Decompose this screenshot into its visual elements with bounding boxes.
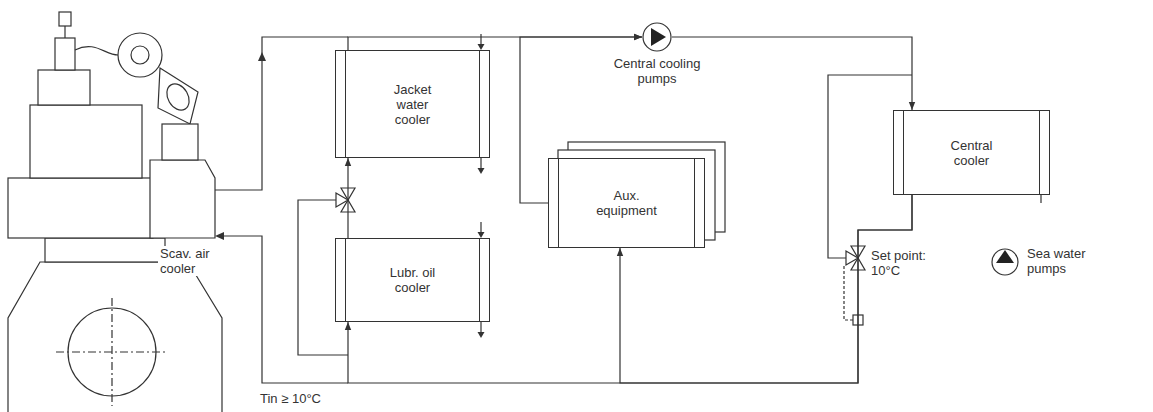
heat-exchanger-box: Jacket water cooler xyxy=(335,50,490,158)
annotation-label: Set point: 10°C xyxy=(869,248,945,278)
valve-spindle xyxy=(64,26,65,38)
engine-bedplate xyxy=(8,262,222,412)
pump-triangle xyxy=(651,28,666,46)
scav-air-cooler-housing xyxy=(150,160,215,238)
exhaust-valve-housing xyxy=(55,38,75,70)
coolant-pipe xyxy=(348,37,642,50)
pump-symbol: Central cooling pumps xyxy=(642,22,672,52)
compressor-inlet xyxy=(162,80,193,114)
secondary-flow-line xyxy=(480,222,481,233)
cooler-label: Lubr. oil cooler xyxy=(383,265,443,295)
engine-inlet-pipe xyxy=(224,236,348,383)
turbocharger-hub xyxy=(131,46,149,64)
pump-outline xyxy=(642,22,672,52)
heat-exchanger-box: Lubr. oil cooler xyxy=(335,238,490,322)
three-way-valve xyxy=(846,246,865,325)
end-cap xyxy=(345,51,346,157)
cylinder-cover xyxy=(38,70,90,105)
engine-frame xyxy=(45,238,165,262)
end-cap xyxy=(345,239,346,321)
cylinder-block xyxy=(30,105,142,178)
secondary-flow-line xyxy=(480,158,481,169)
pump-symbol: Sea water pumps xyxy=(991,248,1019,276)
pump-triangle xyxy=(996,250,1014,263)
end-cap xyxy=(479,239,480,321)
engine-outlet-pipe xyxy=(215,37,348,190)
secondary-flow-line xyxy=(480,322,481,333)
end-cap xyxy=(694,159,695,247)
pump-label: Central cooling pumps xyxy=(597,56,717,86)
sensor-line xyxy=(844,266,853,320)
annotation-label: Tin ≥ 10°C xyxy=(258,391,323,406)
cooler-label: Central cooler xyxy=(944,138,1000,168)
sea-water-outlet xyxy=(1040,195,1041,203)
heat-exchanger-box: Aux. equipment xyxy=(548,158,705,248)
label-anchor: Set point: 10°C xyxy=(869,248,945,278)
heat-exchanger-box: Central cooler xyxy=(893,110,1050,195)
end-cap xyxy=(1039,111,1040,194)
label-anchor: Scav. air cooler xyxy=(158,246,228,276)
engine-illustration xyxy=(8,12,222,412)
pipework xyxy=(215,37,912,383)
pump-circle xyxy=(643,23,671,51)
cooler-label: Jacket water cooler xyxy=(385,82,441,127)
end-cap xyxy=(903,111,904,194)
pump-label: Sea water pumps xyxy=(1027,246,1119,276)
exhaust-pipe xyxy=(75,47,118,55)
cooler-label: Aux. equipment xyxy=(591,188,663,218)
annotation-label: Scav. air cooler xyxy=(158,246,228,276)
three-way-valve xyxy=(336,188,355,212)
valve-actuator xyxy=(59,12,71,26)
coolant-pipe xyxy=(672,37,912,110)
flow-arrows xyxy=(215,52,266,240)
turbocharger-casing xyxy=(118,33,162,77)
pump-outline xyxy=(991,248,1019,276)
label-anchor: Tin ≥ 10°C xyxy=(258,391,323,406)
flow-arrow xyxy=(258,52,266,61)
end-cap xyxy=(479,51,480,157)
flow-arrow xyxy=(215,232,224,240)
valve-triangle xyxy=(336,193,348,207)
secondary-flow-arrow xyxy=(478,332,485,338)
pump-circle xyxy=(992,249,1018,275)
secondary-flow-line xyxy=(480,34,481,45)
valve-triangle xyxy=(846,251,858,265)
air-duct xyxy=(162,124,198,160)
scavenge-receiver xyxy=(8,178,153,238)
end-cap xyxy=(558,159,559,247)
coolant-pipe xyxy=(347,158,348,238)
secondary-flow-arrow xyxy=(478,168,485,174)
compressor-casing xyxy=(158,68,198,124)
crank-centreline xyxy=(56,298,168,406)
